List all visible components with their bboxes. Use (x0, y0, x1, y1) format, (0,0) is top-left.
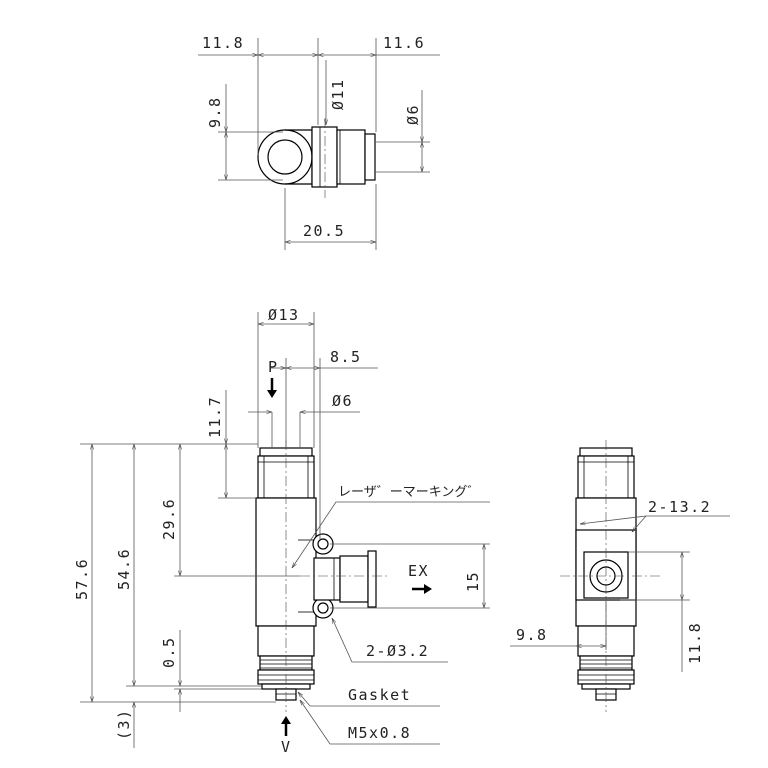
holes-label: 2-Ø3.2 (366, 642, 429, 660)
top-view: 11.8 11.6 Ø11 Ø6 9.8 20.5 (198, 34, 440, 250)
dim-side-width: 9.8 (516, 626, 548, 644)
port-ex-label: EX (408, 562, 429, 580)
thread-label: M5x0.8 (348, 724, 411, 742)
gasket-label: Gasket (348, 686, 411, 704)
dim-front-tube-dia: Ø6 (332, 392, 353, 410)
dim-front-ex-pitch: 15 (464, 571, 482, 592)
dim-top-height: 9.8 (206, 96, 224, 128)
port-p-label: P (268, 358, 279, 376)
dim-front-top: 11.7 (206, 396, 224, 438)
laser-marking-label: レーザ゛ーマーキング゛ (338, 485, 480, 500)
port-v-label: V (281, 738, 292, 756)
dim-side-slot: 2-13.2 (648, 498, 711, 516)
dim-front-overall: 57.6 (73, 558, 91, 600)
dim-top-tube-dia: Ø6 (404, 104, 422, 125)
dim-top-right-width: 11.6 (383, 34, 425, 52)
dim-top-body-dia: Ø11 (329, 78, 347, 110)
dim-front-body-dia: Ø13 (268, 306, 300, 324)
dim-front-thread: (3) (115, 708, 133, 740)
dim-front-upper: 29.6 (160, 498, 178, 540)
side-view-body (560, 440, 660, 712)
dim-front-offset: 8.5 (330, 348, 362, 366)
dim-top-left-width: 11.8 (202, 34, 244, 52)
top-view-body (257, 118, 376, 198)
dim-side-height: 11.8 (686, 622, 704, 664)
side-view: 2-13.2 9.8 11.8 (510, 440, 730, 712)
dim-front-gasket: 0.5 (160, 636, 178, 668)
dim-top-length: 20.5 (303, 222, 345, 240)
dim-front-body-len: 54.6 (115, 548, 133, 590)
front-view: Ø13 8.5 Ø6 P 11.7 29.6 57.6 54.6 0.5 (3)… (73, 306, 490, 756)
